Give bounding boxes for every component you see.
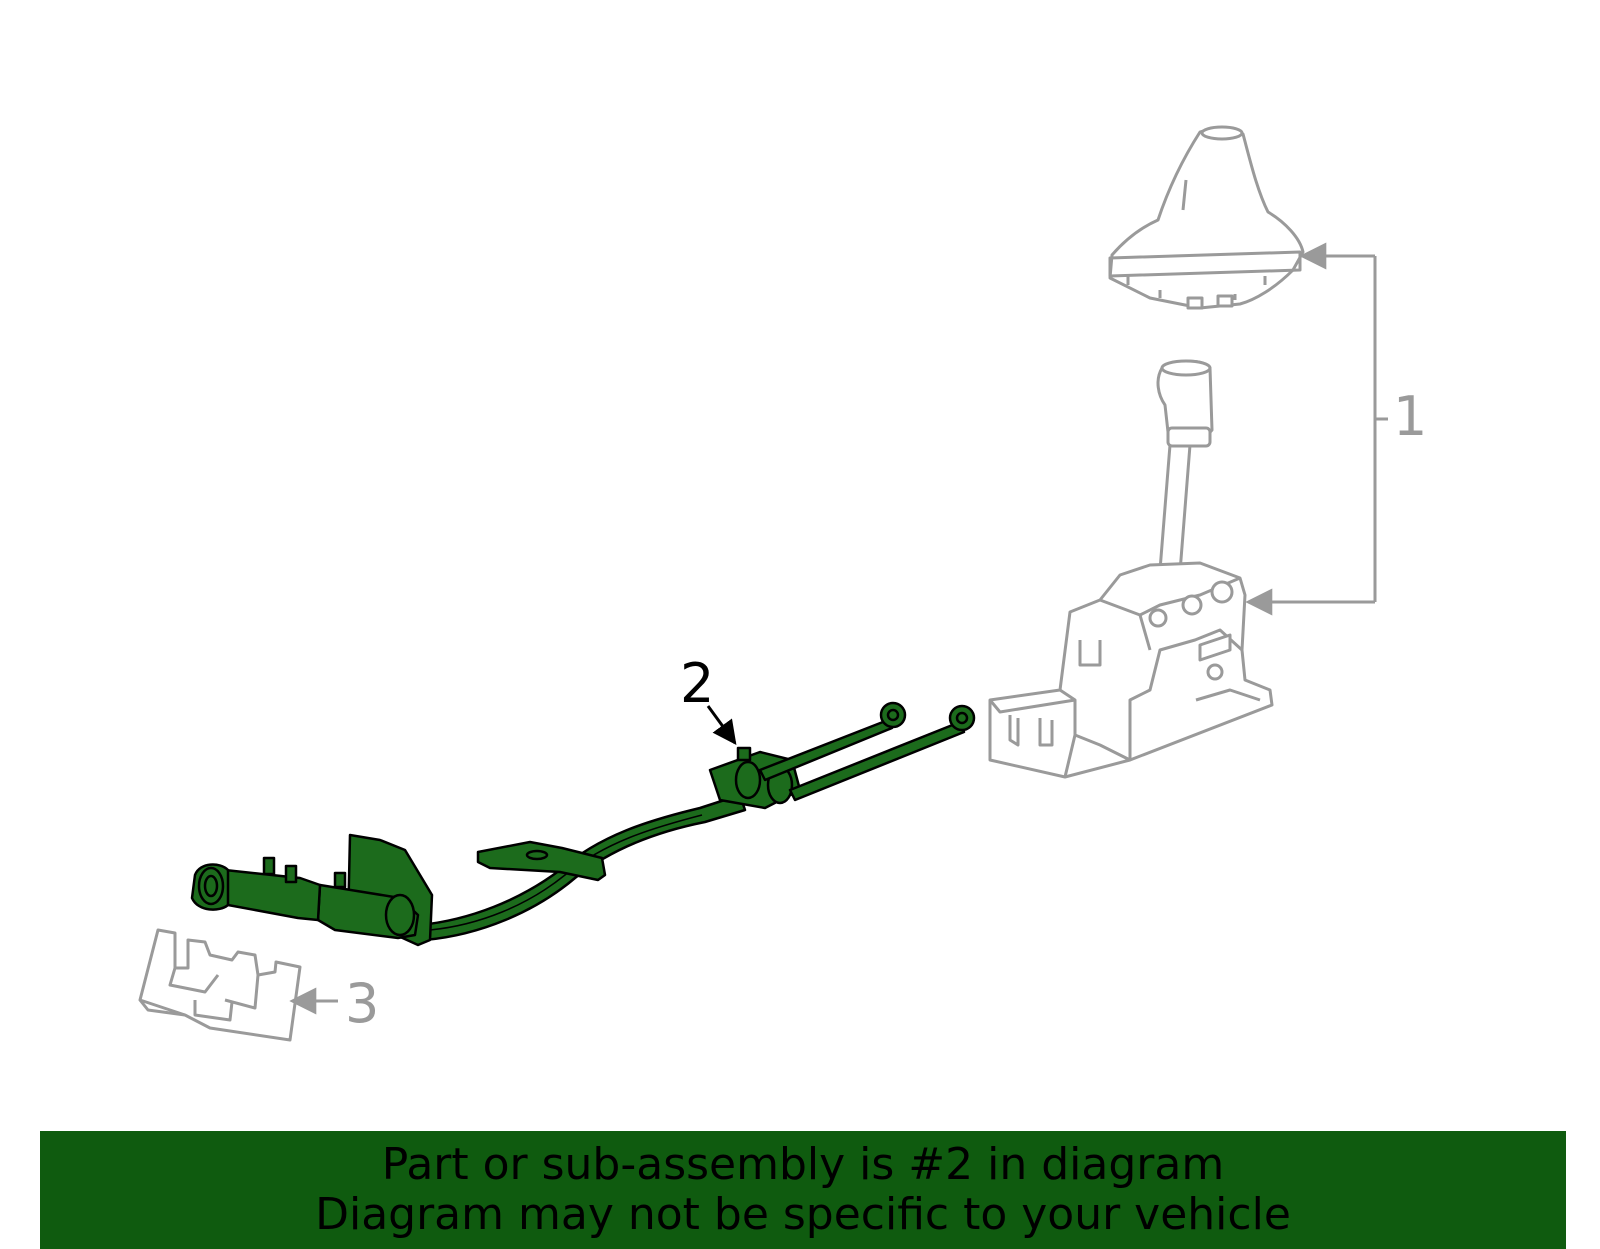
callout-label-3: 3 — [345, 972, 380, 1035]
callout-1-leader — [1245, 242, 1388, 616]
callout-2-leader — [706, 705, 737, 745]
shift-lever-assembly — [988, 359, 1274, 779]
shift-cable-assembly — [190, 701, 976, 947]
callout-label-1: 1 — [1393, 385, 1428, 448]
cable-bracket — [138, 928, 302, 1042]
banner-line-2: Diagram may not be specific to your vehi… — [315, 1189, 1291, 1240]
shift-boot — [1108, 125, 1305, 310]
info-banner: Part or sub-assembly is #2 in diagram Di… — [40, 1131, 1566, 1249]
callout-label-2: 2 — [680, 652, 715, 715]
banner-line-1: Part or sub-assembly is #2 in diagram — [381, 1139, 1225, 1190]
